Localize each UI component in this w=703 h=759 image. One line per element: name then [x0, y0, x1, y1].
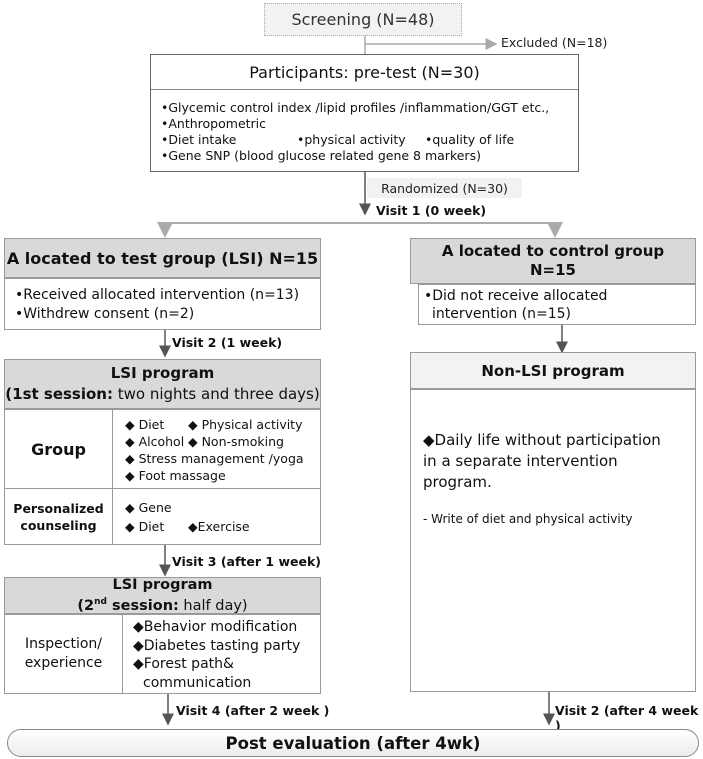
lsi1-group-item: ◆ Foot massage [125, 468, 226, 483]
test-group-details: •Received allocated intervention (n=13) … [4, 278, 321, 330]
non-lsi-title: Non-LSI program [410, 352, 696, 389]
control-group-details: •Did not receive allocated intervention … [418, 284, 696, 325]
non-lsi-desc-line: in a separate intervention [423, 452, 618, 470]
lsi2-subtitle-bold: session: [106, 597, 179, 614]
screening-label: Screening (N=48) [291, 10, 435, 29]
lsi2-label: Inspection/ experience [5, 615, 123, 693]
post-evaluation-text: Post evaluation (after 4wk) [225, 733, 481, 753]
participants-item: •physical activity [297, 132, 406, 147]
lsi1-group-label-text: Group [31, 439, 86, 459]
lsi1-group-item: ◆ Stress management /yoga [125, 451, 304, 466]
lsi2-title-text: LSI program [112, 576, 213, 593]
control-group-item: intervention (n=15) [432, 306, 572, 322]
participants-item: •Glycemic control index /lipid profiles … [161, 100, 550, 115]
lsi2-label-line: experience [24, 655, 103, 671]
screening-box: Screening (N=48) [264, 3, 462, 36]
visit3-label: Visit 3 (after 1 week) [172, 554, 321, 569]
non-lsi-details: ◆Daily life without participation in a s… [410, 389, 696, 692]
control-group-title-line: N=15 [530, 261, 576, 279]
lsi1-personal-label-line: Personalized [13, 500, 104, 516]
lsi1-personal-label-line: counseling [20, 517, 97, 533]
lsi2-item: communication [143, 674, 252, 691]
participants-title: Participants: pre-test (N=30) [151, 55, 578, 90]
test-group-title-text: A located to test group (LSI) N=15 [6, 248, 319, 268]
lsi2-item: ◆Diabetes tasting party [133, 637, 301, 654]
lsi1-personal-item: ◆Exercise [188, 519, 250, 534]
lsi2-item: ◆Behavior modification [133, 619, 298, 635]
lsi1-group-item: ◆ Physical activity [188, 417, 303, 432]
randomized-label: Randomized (N=30) [381, 180, 508, 196]
lsi2-subtitle-pre: (2 [77, 597, 95, 614]
non-lsi-desc-line: ◆Daily life without participation [423, 431, 661, 449]
lsi1-personal-label: Personalized counseling [5, 489, 113, 544]
lsi2-title: LSI program (2nd session: half day) [4, 577, 321, 614]
non-lsi-desc-line: program. [423, 473, 492, 491]
lsi1-group-item: ◆ Alcohol [125, 434, 185, 449]
excluded-label: Excluded (N=18) [501, 35, 608, 50]
lsi1-personal-items: ◆ Gene ◆ Diet ◆Exercise [113, 489, 320, 544]
participants-item: •quality of life [425, 132, 515, 147]
lsi1-subtitle-rest: two nights and three days) [112, 385, 320, 403]
lsi2-label-line: Inspection/ [24, 636, 103, 652]
lsi1-group-item: ◆ Non-smoking [188, 434, 284, 449]
participants-row: •Diet intake •physical activity •quality… [161, 132, 549, 148]
participants-item: •Anthropometric [161, 116, 267, 131]
lsi1-subtitle: (1st session: two nights and three days) [5, 384, 319, 405]
lsi1-group-item: ◆ Diet [125, 417, 165, 432]
lsi2-subtitle: (2nd session: half day) [77, 594, 247, 615]
visit4-label: Visit 4 (after 2 week ) [176, 703, 330, 718]
visit2-control-label: Visit 2 (after 4 week ) [555, 703, 699, 733]
lsi2-items: ◆Behavior modification ◆Diabetes tasting… [123, 615, 320, 693]
post-evaluation-box: Post evaluation (after 4wk) [7, 729, 699, 757]
participants-item: •Gene SNP (blood glucose related gene 8 … [161, 148, 481, 163]
lsi1-personal-item: ◆ Diet [125, 519, 165, 534]
lsi2-item: ◆Forest path& [133, 656, 234, 672]
control-group-item: •Did not receive allocated [424, 288, 608, 304]
visit2-test-label: Visit 2 (1 week) [172, 335, 283, 350]
lsi2-subtitle-sup: nd [94, 596, 107, 607]
randomized-box: Randomized (N=30) [367, 178, 522, 198]
non-lsi-title-text: Non-LSI program [481, 361, 625, 380]
lsi1-group-items: ◆ Diet ◆ Physical activity ◆ Alcohol ◆ N… [113, 410, 320, 489]
non-lsi-note: - Write of diet and physical activity [423, 512, 633, 526]
control-group-title: A located to control group N=15 [410, 238, 696, 284]
lsi2-table: Inspection/ experience ◆Behavior modific… [4, 614, 321, 694]
lsi1-group-label: Group [5, 410, 113, 489]
test-group-item: •Received allocated intervention (n=13) [15, 287, 300, 303]
lsi2-subtitle-rest: half day) [178, 597, 248, 614]
lsi1-subtitle-bold: (1st session: [5, 385, 113, 403]
participants-box: Participants: pre-test (N=30) •Glycemic … [150, 54, 579, 172]
lsi1-title: LSI program (1st session: two nights and… [4, 359, 321, 409]
test-group-item: •Withdrew consent (n=2) [15, 306, 195, 322]
non-lsi-description: ◆Daily life without participation in a s… [423, 430, 661, 493]
control-group-title-line: A located to control group [441, 242, 665, 260]
visit1-label: Visit 1 (0 week) [376, 203, 487, 218]
lsi1-table: Group ◆ Diet ◆ Physical activity ◆ Alcoh… [4, 409, 321, 545]
participants-item: •Diet intake [161, 132, 237, 147]
lsi1-personal-item: ◆ Gene [125, 500, 172, 515]
participants-title-text: Participants: pre-test (N=30) [249, 62, 480, 82]
participants-list: •Glycemic control index /lipid profiles … [161, 100, 549, 164]
test-group-title: A located to test group (LSI) N=15 [4, 238, 321, 278]
lsi1-title-text: LSI program [110, 364, 215, 382]
